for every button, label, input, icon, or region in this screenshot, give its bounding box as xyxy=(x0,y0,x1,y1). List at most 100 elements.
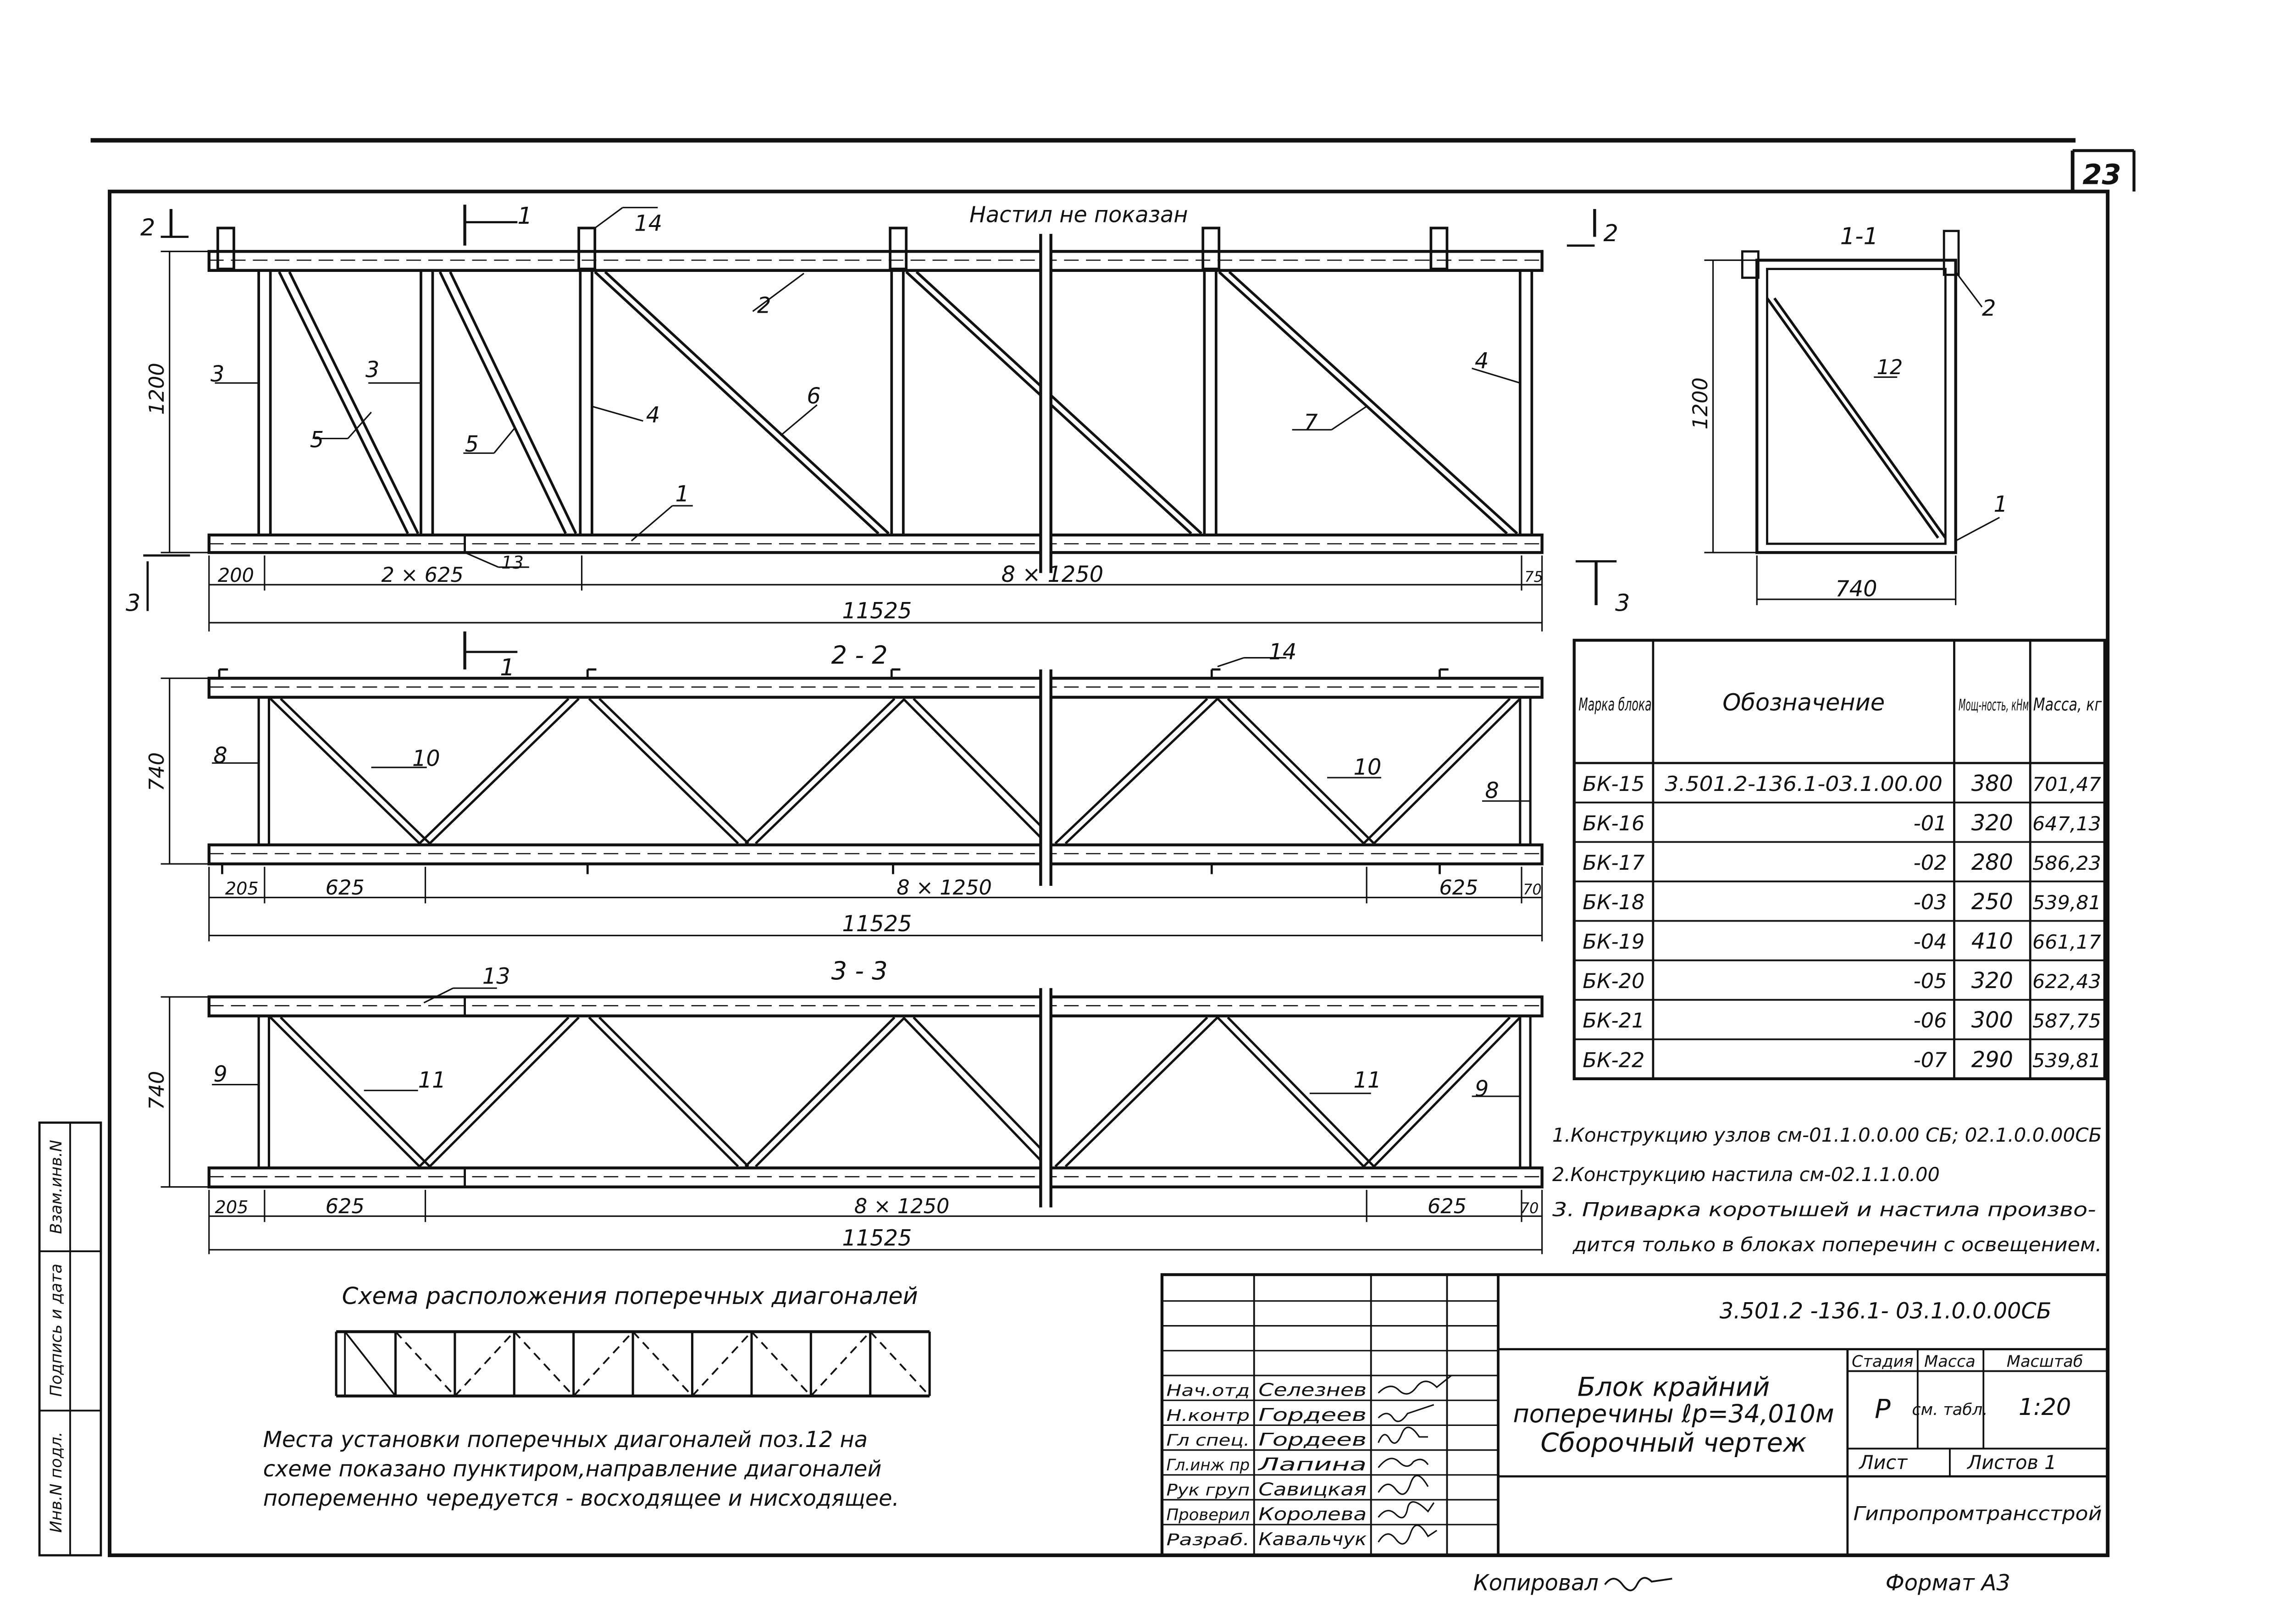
plan22-dim-left: 205 xyxy=(225,878,259,899)
table-designation-cell: -01 xyxy=(1914,812,1947,835)
plan33-dim-right-span: 625 xyxy=(1428,1194,1467,1218)
elev-mark-5b: 5 xyxy=(465,432,479,457)
elev-mark-4a: 4 xyxy=(646,403,660,428)
table-power-cell: 320 xyxy=(1971,811,2013,836)
plan22-dim-left-span: 625 xyxy=(326,876,365,900)
table-mark-cell: БК-22 xyxy=(1583,1048,1644,1072)
elev-mark-5a: 5 xyxy=(310,428,324,453)
role-name: Королева xyxy=(1258,1504,1367,1525)
role-name: Гордеев xyxy=(1258,1405,1367,1425)
table-mass-cell: 647,13 xyxy=(2032,813,2101,835)
role-title: Гл спец. xyxy=(1166,1431,1250,1450)
table-mass-cell: 661,17 xyxy=(2032,931,2101,953)
table-mass-cell: 701,47 xyxy=(2032,773,2101,795)
table-mark-cell: БК-16 xyxy=(1583,812,1644,835)
elev-mark-14: 14 xyxy=(634,211,662,237)
plan33-dim-left-span: 625 xyxy=(326,1194,365,1218)
doc-title-line-2: поперечины ℓp=34,010м xyxy=(1513,1399,1834,1428)
role-name: Кавальчук xyxy=(1258,1529,1367,1550)
table-power-cell: 290 xyxy=(1971,1047,2013,1072)
table-mark-cell: БК-21 xyxy=(1583,1009,1644,1033)
section-mark-1-mid: 1 xyxy=(500,654,515,681)
scale-label: Масштаб xyxy=(2007,1352,2083,1371)
side-stamp-repl: Взам.инв.N xyxy=(47,1140,66,1234)
side-stamp xyxy=(38,1121,102,1557)
organization: Гипропромтрансстрой xyxy=(1854,1503,2102,1525)
note-3: 3. Приварка коротышей и настила произво- xyxy=(1552,1199,2096,1221)
scheme-note-line-2: схеме показано пунктиром,направление диа… xyxy=(263,1457,882,1482)
table-header-designation: Обозначение xyxy=(1722,689,1885,716)
plan22-mark-8a: 8 xyxy=(213,743,227,768)
elev-dim-right: 75 xyxy=(1524,568,1543,586)
elevation-truss xyxy=(143,204,1617,632)
elev-mark-6: 6 xyxy=(807,384,820,409)
plan33-mark-9a: 9 xyxy=(213,1062,227,1087)
side-stamp-inv: Инв.N подл. xyxy=(47,1432,66,1533)
elev-mark-4b: 4 xyxy=(1475,348,1489,374)
copied-by: Копировал xyxy=(1473,1571,1599,1596)
sec11-dim-width: 740 xyxy=(1835,577,1877,602)
plan-3-3-drawing xyxy=(161,987,1544,1254)
elev-mark-13: 13 xyxy=(501,552,524,573)
elev-mark-3b: 3 xyxy=(365,358,379,383)
sec11-mark-12: 12 xyxy=(1877,355,1903,379)
side-stamp-sign: Подпись и дата xyxy=(47,1264,66,1397)
mass-value: см. табл. xyxy=(1912,1400,1987,1419)
doc-title-line-3: Сборочный чертеж xyxy=(1540,1427,1806,1458)
role-name: Гордеев xyxy=(1258,1430,1367,1450)
table-mark-cell: БК-18 xyxy=(1583,890,1644,914)
table-power-cell: 380 xyxy=(1971,771,2013,796)
table-mark-cell: БК-17 xyxy=(1583,851,1644,875)
table-power-cell: 250 xyxy=(1971,889,2013,915)
section-mark-3-left: 3 xyxy=(126,590,140,617)
table-header-mark: Марка блока xyxy=(1578,694,1651,715)
stage-label: Стадия xyxy=(1852,1352,1913,1371)
doc-title-line-1: Блок крайний xyxy=(1578,1372,1770,1403)
doc-code: 3.501.2 -136.1- 03.1.0.0.00СБ xyxy=(1720,1299,2052,1324)
scheme-note-line-1: Места установки поперечных диагоналей по… xyxy=(263,1427,868,1453)
role-title: Гл.инж пр xyxy=(1166,1456,1250,1475)
section-2-2-title: 2 - 2 xyxy=(831,641,888,669)
title-block-grid xyxy=(1160,1273,2109,1557)
table-mass-cell: 539,81 xyxy=(2032,1050,2101,1072)
role-title: Проверил xyxy=(1166,1506,1250,1525)
plan22-dim-mid-span: 8 × 1250 xyxy=(897,876,992,900)
role-title: Разраб. xyxy=(1166,1530,1250,1549)
role-title: Рук груп xyxy=(1166,1480,1250,1499)
elev-dim-mid-span: 8 × 1250 xyxy=(1002,562,1103,587)
elev-mark-7: 7 xyxy=(1304,410,1317,435)
plan22-mark-10a: 10 xyxy=(412,746,440,772)
role-name: Лапина xyxy=(1257,1454,1367,1475)
deck-not-shown-label: Настил не показан xyxy=(969,203,1188,228)
plan22-mark-10b: 10 xyxy=(1353,755,1381,780)
elev-mark-3a: 3 xyxy=(210,362,224,387)
plan22-dim-right-span: 625 xyxy=(1439,876,1478,900)
plan33-mark-11a: 11 xyxy=(418,1068,446,1093)
role-name: Селезнев xyxy=(1258,1380,1367,1401)
table-mark-cell: БК-20 xyxy=(1583,969,1644,993)
note-2: 2.Конструкцию настила см-02.1.1.0.00 xyxy=(1552,1164,1940,1186)
sheets-count: Листов 1 xyxy=(1966,1452,2056,1474)
table-power-cell: 300 xyxy=(1971,1008,2013,1033)
plan33-dim-right: 70 xyxy=(1520,1199,1539,1217)
elev-mark-1: 1 xyxy=(675,482,689,507)
sheet-frame xyxy=(90,138,2136,1558)
note-4: дится только в блоках поперечин с освеще… xyxy=(1572,1234,2102,1256)
role-name: Савицкая xyxy=(1258,1479,1367,1500)
table-mass-cell: 622,43 xyxy=(2032,971,2101,993)
format-label: Формат А3 xyxy=(1886,1571,2010,1596)
table-header-power: Мощ-ность, кНм xyxy=(1959,696,2029,714)
plan22-dim-right: 70 xyxy=(1523,881,1542,898)
role-title: Нач.отд xyxy=(1166,1381,1250,1400)
table-power-cell: 410 xyxy=(1971,929,2013,954)
table-designation-cell: -02 xyxy=(1914,851,1947,875)
section-1-1-title: 1-1 xyxy=(1840,223,1878,250)
plan22-dim-height: 740 xyxy=(145,752,169,791)
plan33-dim-height: 740 xyxy=(145,1071,169,1110)
mass-label: Масса xyxy=(1924,1352,1976,1371)
elev-dim-left: 200 xyxy=(218,564,254,586)
diagonal-scheme xyxy=(335,1330,931,1398)
table-designation-cell: -03 xyxy=(1914,890,1947,914)
